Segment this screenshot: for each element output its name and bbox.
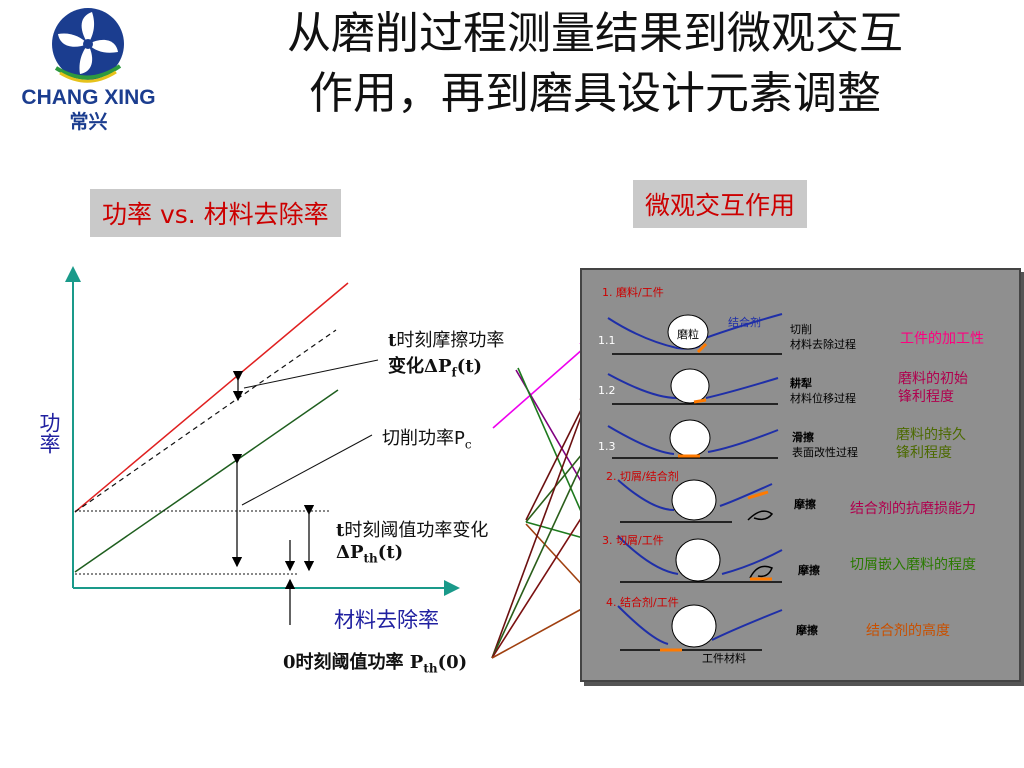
lasting-sharpness-line2: 锋利程度 xyxy=(896,445,952,461)
title-line-2: 作用，再到磨具设计元素调整 xyxy=(309,68,881,119)
slide-label: 滑擦 表面改性过程 xyxy=(792,430,858,460)
threshold-change-label: t时刻阈值功率变化 ΔPth(t) xyxy=(336,516,488,566)
lasting-sharpness-label: 磨料的持久 锋利程度 xyxy=(896,426,966,462)
cutting-power-sub: c xyxy=(464,437,472,452)
threshold-zero-suffix: (0) xyxy=(437,652,468,673)
threshold-zero-text: 0时刻阈值功率 P xyxy=(283,652,424,673)
logo-name-en: CHANG XING xyxy=(21,86,156,109)
slide-title: 从磨削过程测量结果到微观交互 作用，再到磨具设计元素调整 xyxy=(175,4,1015,124)
initial-sharpness-label: 磨料的初始 锋利程度 xyxy=(898,370,968,406)
friction-power-dashed-line xyxy=(74,329,337,513)
cutting-power-label: 切削功率Pc xyxy=(382,424,472,452)
section-2-label: 2. 切屑/结合剂 xyxy=(606,470,679,483)
slide-desc: 表面改性过程 xyxy=(792,446,858,459)
friction-pointer xyxy=(243,359,379,389)
total-power-line xyxy=(74,282,349,513)
left-heading: 功率 vs. 材料去除率 xyxy=(90,189,341,237)
connector-darkgreen-3 xyxy=(491,440,594,659)
right-heading: 微观交互作用 xyxy=(633,180,808,228)
threshold-change-line2: ΔP xyxy=(336,542,364,563)
y-axis-label: 功率 xyxy=(37,412,61,454)
row-1-1-number: 1.1 xyxy=(598,334,616,347)
panel-drawing xyxy=(607,313,783,652)
friction-change-suffix: (t) xyxy=(456,356,483,377)
friction-change-line2: 变化ΔP xyxy=(388,356,452,377)
connector-darkred-1 xyxy=(525,390,591,521)
chip-embed-label: 切屑嵌入磨料的程度 xyxy=(850,557,976,573)
title-line-1: 从磨削过程测量结果到微观交互 xyxy=(287,8,903,59)
threshold-change-t: t xyxy=(336,520,345,541)
company-logo: CHANG XING 常兴 xyxy=(6,6,171,133)
connector-darkred-3 xyxy=(491,496,595,659)
plough-title: 耕犁 xyxy=(790,377,812,390)
connector-darkred-2 xyxy=(491,390,593,659)
row-1-2-number: 1.2 xyxy=(598,384,616,397)
friction-change-sub: f xyxy=(451,365,457,380)
logo-name-cn: 常兴 xyxy=(69,111,108,133)
friction-3-label: 摩擦 xyxy=(798,564,820,577)
section-1-label: 1. 磨料/工件 xyxy=(602,286,664,299)
cutting-power-line xyxy=(74,389,339,573)
cut-label: 切削 材料去除过程 xyxy=(790,322,856,352)
grain-label: 磨粒 xyxy=(677,328,699,341)
threshold-change-sub: th xyxy=(363,551,378,566)
cutting-power-text: 切削功率P xyxy=(382,428,465,449)
threshold-change-line1: 时刻阈值功率变化 xyxy=(344,520,489,541)
initial-sharpness-line2: 锋利程度 xyxy=(898,389,954,405)
plough-label: 耕犁 材料位移过程 xyxy=(790,376,856,406)
threshold-zero-label: 0时刻阈值功率 Pth(0) xyxy=(283,648,467,676)
friction-2-label: 摩擦 xyxy=(794,498,816,511)
pinwheel-logo-icon xyxy=(52,8,124,83)
slide-title-label: 滑擦 xyxy=(792,431,814,444)
lasting-sharpness-line1: 磨料的持久 xyxy=(896,427,966,443)
bond-wear-label: 结合剂的抗磨损能力 xyxy=(850,501,976,517)
section-4-label: 4. 结合剂/工件 xyxy=(606,596,679,609)
cut-desc: 材料去除过程 xyxy=(790,338,856,351)
workability-label: 工件的加工性 xyxy=(900,331,984,347)
threshold-change-suffix: (t) xyxy=(377,542,404,563)
section-3-label: 3. 切屑/工件 xyxy=(602,534,664,547)
bond-label: 结合剂 xyxy=(728,316,761,329)
cutting-pointer xyxy=(241,434,373,506)
initial-sharpness-line1: 磨料的初始 xyxy=(898,371,968,387)
cut-title: 切削 xyxy=(790,323,812,336)
friction-change-label: t时刻摩擦功率 变化ΔPf(t) xyxy=(388,326,504,380)
workpiece-label: 工件材料 xyxy=(702,652,746,665)
connector-magenta xyxy=(492,339,594,429)
plough-desc: 材料位移过程 xyxy=(790,392,856,405)
friction-change-line1: 时刻摩擦功率 xyxy=(396,330,505,351)
bond-height-label: 结合剂的高度 xyxy=(866,623,950,639)
row-1-3-number: 1.3 xyxy=(598,440,616,453)
threshold-zero-sub: th xyxy=(423,661,438,676)
micro-interaction-panel: 1. 磨料/工件 磨粒 结合剂 1.1 1.2 1.3 切削 材料去除过程 耕犁… xyxy=(580,268,1021,682)
x-axis-label: 材料去除率 xyxy=(334,608,439,632)
friction-change-t: t xyxy=(388,330,397,351)
friction-4-label: 摩擦 xyxy=(796,624,818,637)
